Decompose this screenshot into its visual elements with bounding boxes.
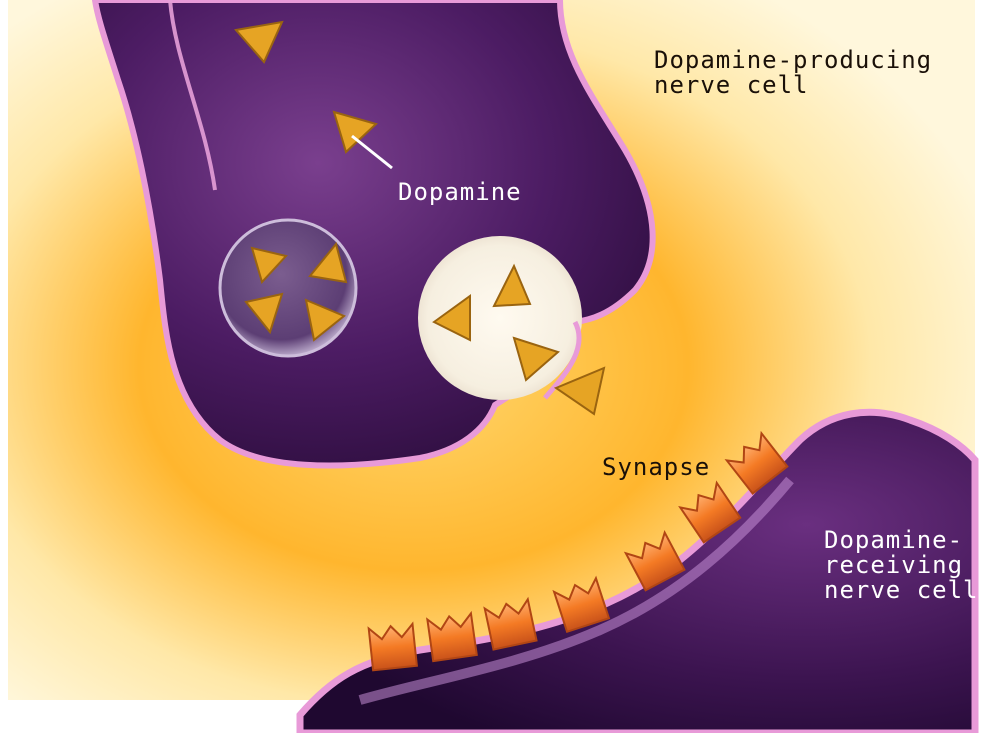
receiving-cell-label-line-2: receiving [824,553,979,578]
receiving-cell-label-line-3: nerve cell [824,578,979,603]
dopamine-label: Dopamine [398,180,522,205]
producing-cell-label: Dopamine-producing nerve cell [654,48,932,98]
receiving-cell-label: Dopamine- receiving nerve cell [824,528,979,603]
synapse-label: Synapse [602,455,710,480]
receiving-cell-label-line-1: Dopamine- [824,528,979,553]
release-vesicle [418,236,582,400]
producing-cell-label-line-2: nerve cell [654,73,932,98]
vesicle-icon [220,220,356,356]
producing-cell-label-line-1: Dopamine-producing [654,48,932,73]
left-border [0,0,8,733]
